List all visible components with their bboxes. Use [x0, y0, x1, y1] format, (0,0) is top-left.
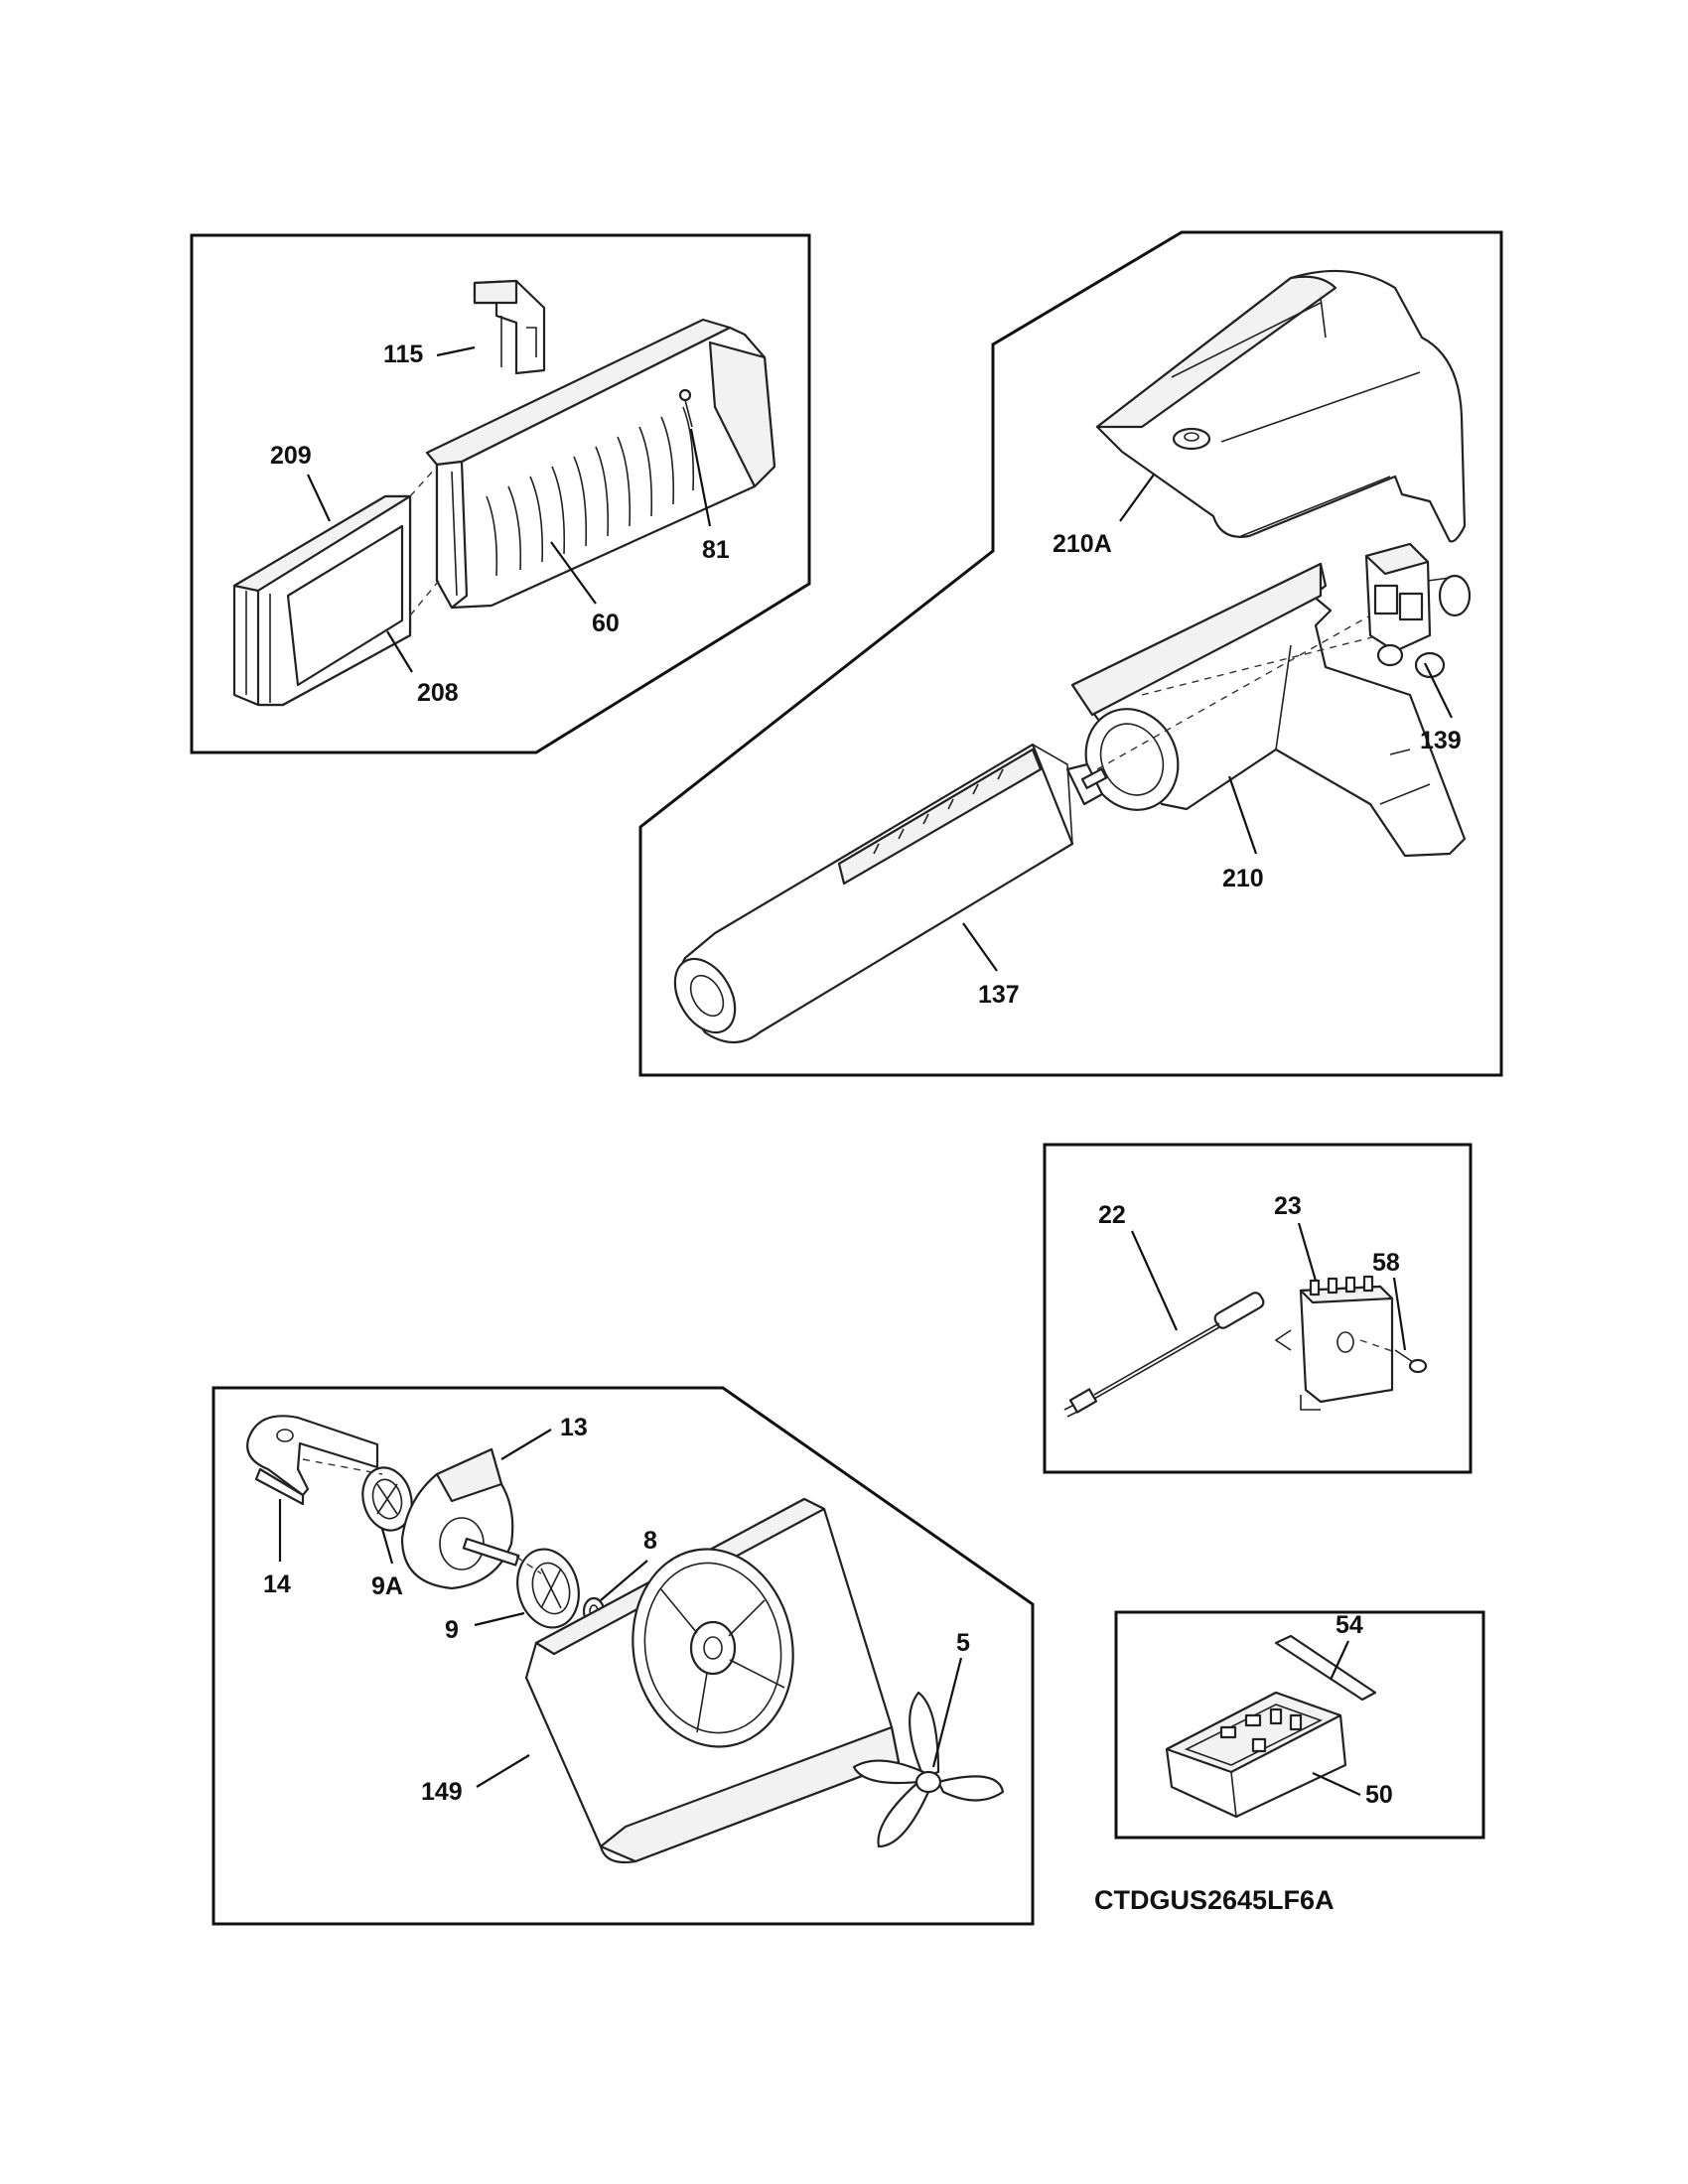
part-149-shroud — [524, 1497, 901, 1864]
part-14-bracket — [246, 1415, 379, 1506]
part-13-motor — [400, 1447, 520, 1590]
part-23-cover — [1274, 1275, 1394, 1411]
callout-209: 209 — [270, 442, 312, 470]
leader-149 — [476, 1754, 530, 1788]
panel-frame-water-filter — [638, 230, 1503, 1077]
callout-54: 54 — [1336, 1611, 1363, 1639]
leader-81 — [689, 428, 712, 527]
leader-8 — [600, 1560, 648, 1601]
part-209-208-filter — [232, 466, 440, 707]
callout-210A: 210A — [1053, 530, 1112, 558]
cartridge-ridges — [873, 768, 1004, 855]
panel-frame-fan-assembly — [211, 1386, 1035, 1926]
part-9-wheel — [516, 1548, 580, 1629]
leader-50 — [1312, 1772, 1361, 1796]
callout-58: 58 — [1372, 1249, 1400, 1277]
leader-210A — [1119, 474, 1155, 522]
part-139-valve — [1364, 542, 1472, 679]
leader-22 — [1130, 1230, 1179, 1331]
part-60-cover — [425, 318, 776, 610]
part-210A-housing-top — [1095, 269, 1467, 543]
callout-149: 149 — [421, 1778, 463, 1806]
callout-115: 115 — [383, 341, 423, 368]
panel-heater: 22 23 58 — [1043, 1143, 1473, 1474]
callout-9: 9 — [445, 1616, 459, 1644]
leader-210 — [1227, 775, 1258, 855]
leader-60 — [550, 541, 597, 605]
leader-9A — [380, 1528, 394, 1565]
callout-13: 13 — [560, 1414, 588, 1441]
callout-22: 22 — [1098, 1201, 1126, 1229]
leader-54 — [1330, 1640, 1349, 1681]
panel-fan-assembly: 13 8 14 9A 9 5 149 — [211, 1386, 1035, 1926]
callout-60: 60 — [592, 610, 620, 637]
callout-14: 14 — [263, 1570, 291, 1598]
callout-137: 137 — [978, 981, 1020, 1009]
part-58-screw — [1394, 1349, 1428, 1374]
leader-9 — [474, 1611, 525, 1627]
leader-139 — [1424, 662, 1453, 719]
leader-58 — [1392, 1277, 1407, 1351]
part-115-clip — [473, 279, 546, 375]
leader-208 — [386, 630, 413, 673]
part-81-screw — [678, 388, 693, 428]
panel-frame-air-filter — [190, 233, 811, 754]
leader-13 — [500, 1429, 552, 1460]
leader-115 — [436, 345, 476, 357]
leader-137 — [962, 922, 998, 972]
callout-9A: 9A — [371, 1572, 403, 1600]
cover-teeth — [1309, 1275, 1374, 1297]
callout-208: 208 — [417, 679, 459, 707]
part-5-fan-blade — [852, 1691, 1005, 1848]
callout-81: 81 — [702, 536, 730, 564]
panel-water-filter: 210A 139 210 137 — [638, 230, 1503, 1077]
panel-air-filter: 115 209 81 60 208 — [190, 233, 811, 754]
callout-8: 8 — [643, 1527, 657, 1555]
part-9A-wheel — [361, 1466, 413, 1532]
callout-5: 5 — [956, 1629, 970, 1657]
panel-frame-control-board — [1114, 1610, 1485, 1840]
part-210-housing-bottom — [1070, 562, 1467, 858]
leader-209 — [307, 474, 331, 522]
leader-5 — [931, 1657, 963, 1768]
callout-50: 50 — [1365, 1781, 1393, 1809]
model-code: CTDGUS2645LF6A — [1094, 1885, 1335, 1915]
part-22-heater — [1063, 1292, 1265, 1418]
part-54-strip — [1274, 1634, 1377, 1702]
callout-23: 23 — [1274, 1192, 1302, 1220]
callout-139: 139 — [1420, 727, 1462, 754]
louvers — [486, 406, 695, 577]
part-50-board — [1165, 1691, 1347, 1819]
leader-23 — [1297, 1222, 1318, 1282]
callout-210: 210 — [1222, 865, 1264, 892]
part-137-cartridge — [673, 743, 1108, 1044]
panel-control-board: 54 50 — [1114, 1610, 1485, 1840]
panel-frame-heater — [1043, 1143, 1473, 1474]
